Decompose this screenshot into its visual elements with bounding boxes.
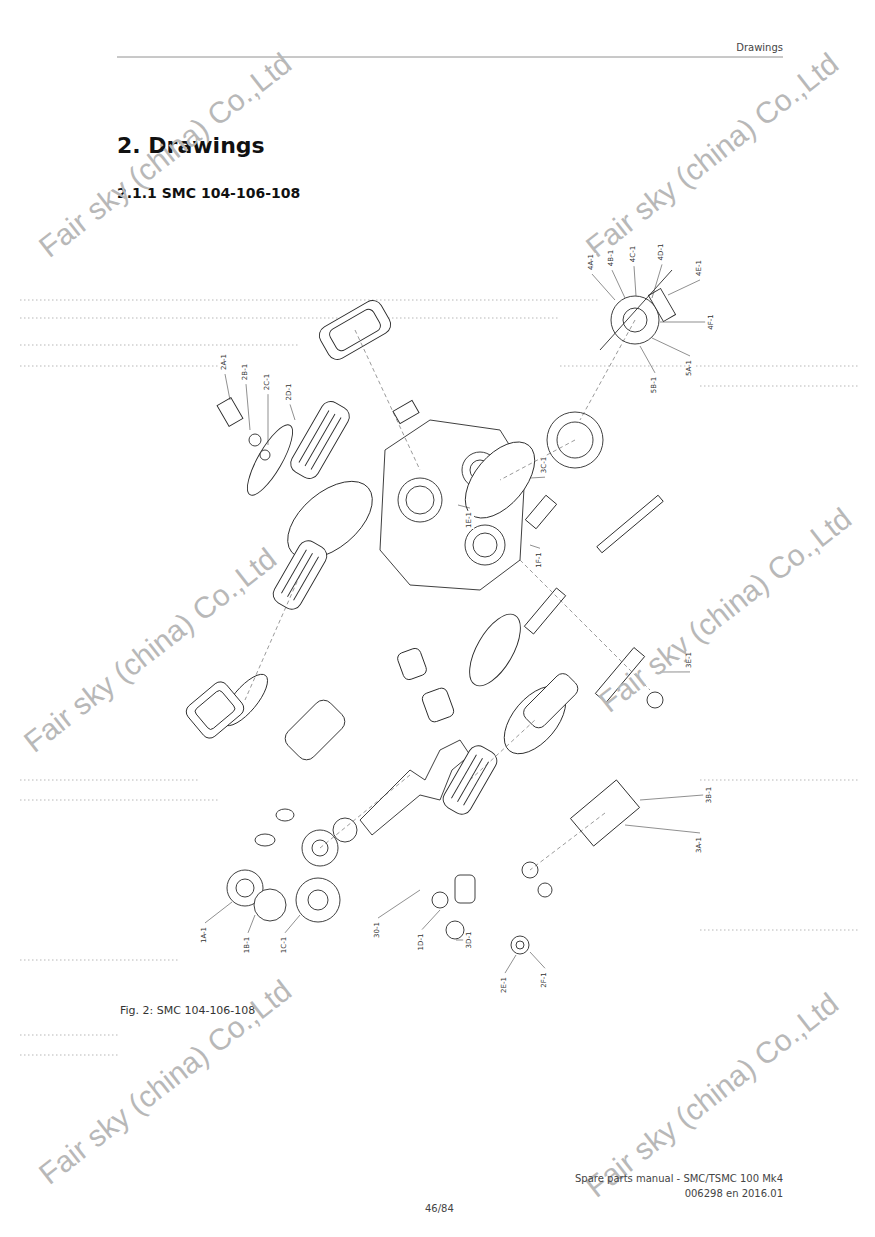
leader-line [530,477,545,479]
callout-number: 4D-1 [658,243,666,262]
watermark: Fair sky (china) Co.,Ltd [580,47,845,264]
compressor-parts [183,270,676,954]
leader-line [612,270,625,298]
leader-line [530,545,540,548]
callout-number: 2E-1 [501,976,509,994]
leader-line [205,902,232,923]
callout-number: 2B-1 [242,363,250,381]
leader-line [248,915,255,933]
callout-number: 2C-1 [264,373,272,391]
callout-number: 1D-1 [418,933,426,952]
leader-line [268,394,269,445]
callout-number: 2D-1 [286,383,294,402]
watermark: Fair sky (china) Co.,Ltd [18,542,283,759]
leader-line [458,505,470,508]
callout-number: 2F-1 [541,971,549,988]
callout-number: 5A-1 [686,359,694,377]
leader-line [290,404,295,420]
header-rule [117,57,783,58]
callout-number: 3B-1 [706,786,714,804]
leader-line [505,955,516,973]
leader-line [246,384,250,430]
leader-line [634,266,636,296]
leader-line [422,910,440,930]
callout-number: 1C-1 [281,936,289,954]
callout-number: 1E-1 [466,511,474,529]
leader-line [640,346,655,373]
leader-line [530,952,545,968]
callout-number: 3E-1 [686,651,694,669]
callout-number: 1B-1 [244,936,252,954]
leader-line [640,795,703,800]
callout-number: 3A-1 [696,836,704,854]
leader-line [378,890,420,918]
watermark: Fair sky (china) Co.,Ltd [580,987,845,1204]
callout-number: 4A-1 [588,253,596,271]
leader-line [652,264,662,298]
page-footer: 46/84 [425,1203,454,1214]
callout-number: 1A-1 [201,926,209,944]
callout-number: 4F-1 [708,313,716,330]
leader-line [285,915,300,933]
page-footer: 006298 en 2016.01 [685,1188,783,1199]
leader-line [652,338,690,356]
callout-number: 3C-1 [541,456,549,474]
leader-line [660,322,705,323]
callout-number: 30-1 [374,921,382,939]
callout-number: 1F-1 [536,551,544,568]
callout-number: 2A-1 [221,353,229,371]
running-header: Drawings [736,42,783,53]
callout-number: 4E-1 [696,259,704,277]
assembly-center-lines [245,320,650,870]
callout-number: 4B-1 [608,249,616,267]
leader-line [225,374,230,400]
leader-line [668,280,700,295]
watermark: Fair sky (china) Co.,Ltd [593,502,858,719]
callout-number: 5B-1 [651,376,659,394]
page-footer: Spare parts manual - SMC/TSMC 100 Mk4 [575,1173,783,1184]
callout-number: 4C-1 [630,245,638,263]
leader-line [625,825,700,833]
dotted-rules [20,300,860,1055]
leader-line [456,940,463,941]
leader-line [592,274,615,300]
callout-number: 3D-1 [466,931,474,950]
